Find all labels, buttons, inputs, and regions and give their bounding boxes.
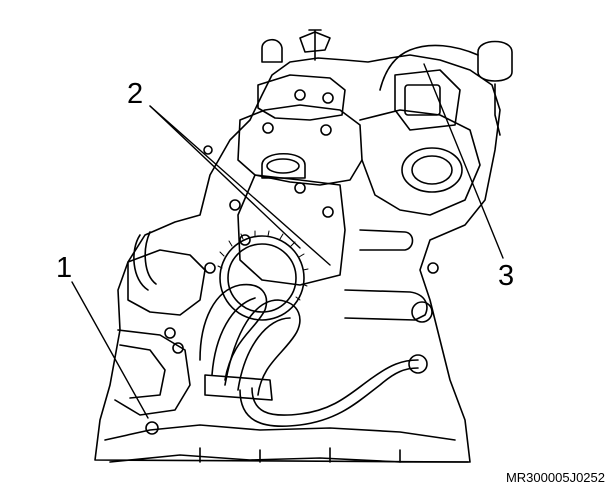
right-port-inner <box>411 155 453 185</box>
right-side-pipe <box>359 229 414 251</box>
return-pipe-nut <box>408 354 428 374</box>
bolt-c <box>145 421 159 435</box>
actuator-rod <box>494 83 501 136</box>
pump-cap-top <box>266 158 300 174</box>
bolt-g <box>322 206 334 218</box>
right-housing <box>359 109 481 216</box>
top-lifting-eye <box>261 31 331 63</box>
cylinder-head <box>237 104 363 186</box>
upper-cam-housing <box>257 74 346 121</box>
vacuum-actuator <box>477 40 513 82</box>
callout-3: 3 <box>498 260 515 292</box>
right-bolt <box>427 262 439 274</box>
bolt-j <box>294 89 306 101</box>
pump-cap <box>261 153 306 179</box>
timing-gear-inner <box>227 243 297 313</box>
left-bracket <box>127 249 206 316</box>
figure-reference: MR300005J0252 <box>505 470 605 485</box>
left-flange <box>119 344 166 399</box>
return-pipe-inner <box>251 359 419 416</box>
vacuum-hose <box>379 44 479 91</box>
runner-flange <box>204 374 273 401</box>
left-pipe <box>133 231 157 291</box>
leader-line-2b <box>149 105 331 266</box>
oil-pan-edge <box>109 454 469 463</box>
top-stud <box>308 29 322 61</box>
bolt-e <box>239 234 251 246</box>
bolt-h <box>262 122 274 134</box>
bolt-f <box>294 182 306 194</box>
bolt-k <box>322 92 334 104</box>
leader-line-1 <box>71 281 149 419</box>
right-window <box>404 84 441 116</box>
engine-block-outline <box>94 54 501 463</box>
leader-line-3 <box>423 63 504 259</box>
timing-gear <box>219 235 305 321</box>
callout-1: 1 <box>56 252 73 284</box>
bolt-d <box>204 262 216 274</box>
bolt-b <box>172 342 184 354</box>
right-panel <box>394 69 461 131</box>
injection-pump <box>237 174 346 286</box>
bolt-l <box>229 199 241 211</box>
right-fitting <box>411 301 433 323</box>
return-pipe <box>239 367 419 427</box>
crankcase-lower <box>104 424 456 441</box>
leader-line-2 <box>149 105 301 249</box>
left-lower-housing <box>114 329 191 416</box>
right-port <box>401 147 463 193</box>
gear-teeth <box>217 230 309 301</box>
bolt-a <box>164 327 176 339</box>
callout-2: 2 <box>127 78 144 110</box>
intake-runner-1 <box>199 283 268 381</box>
bellhousing-rib <box>199 447 401 463</box>
intake-runner-2 <box>224 299 301 396</box>
bolt-i <box>320 124 332 136</box>
intake-runner-3 <box>211 297 291 391</box>
bolt-m <box>203 145 213 155</box>
